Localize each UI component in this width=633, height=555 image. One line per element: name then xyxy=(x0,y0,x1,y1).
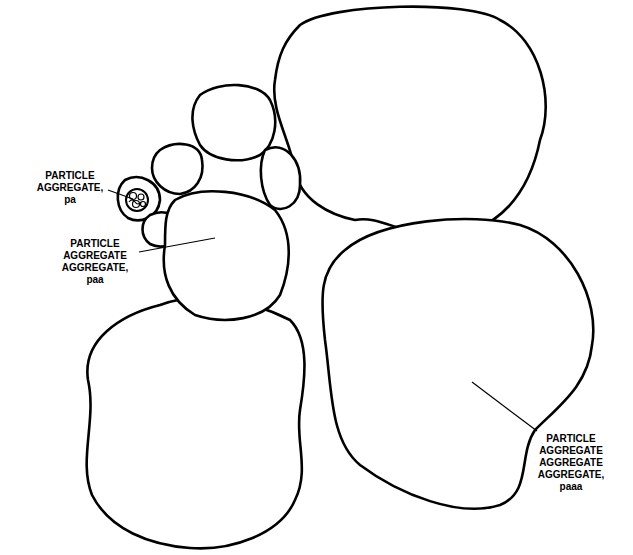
aggregate-outline xyxy=(274,7,546,235)
leader-line xyxy=(108,190,133,199)
aggregate-outline xyxy=(164,191,289,320)
callout-label: PARTICLE AGGREGATE AGGREGATE, paa xyxy=(56,238,134,286)
leader-line xyxy=(139,238,215,252)
aggregate-outline xyxy=(152,144,203,194)
callout-label: PARTICLE AGGREGATE AGGREGATE AGGREGATE, … xyxy=(536,433,606,493)
aggregate-outline xyxy=(87,298,305,549)
callout-label: PARTICLE AGGREGATE, pa xyxy=(34,170,106,206)
particle-cluster xyxy=(126,189,148,211)
aggregate-outline xyxy=(192,85,275,160)
leader-line xyxy=(472,382,537,431)
aggregate-outline xyxy=(261,147,300,209)
